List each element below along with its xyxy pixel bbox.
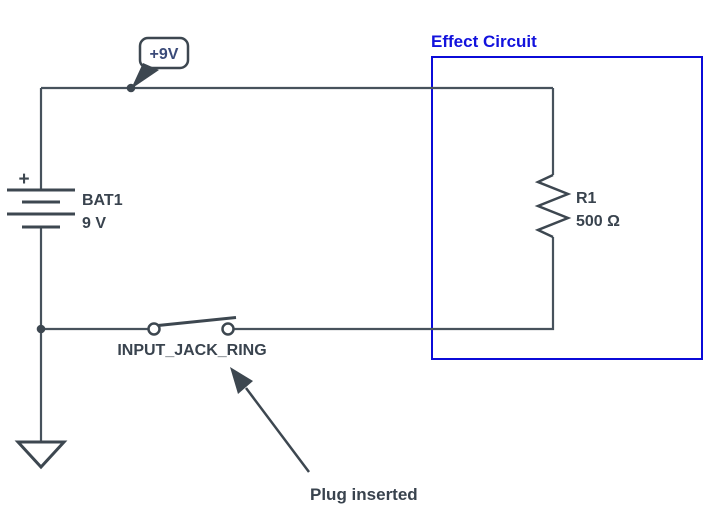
wires[interactable] — [39, 86, 555, 442]
net-flag-label: +9V — [150, 46, 179, 63]
resistor-designator: R1 — [576, 190, 597, 207]
net-flag-tail — [131, 63, 159, 89]
resistor-value: 500 Ω — [576, 213, 620, 230]
battery-bat1[interactable]: + BAT1 9 V — [7, 169, 123, 232]
ground-symbol[interactable] — [14, 440, 68, 470]
annotation-arrow-shaft — [245, 387, 310, 473]
battery-plus-sign: + — [18, 169, 29, 190]
switch-terminal-right — [221, 322, 235, 336]
ground-triangle — [14, 440, 68, 470]
junction-dot — [36, 324, 46, 334]
net-flag-bubble — [138, 36, 190, 70]
effect-circuit-title: Effect Circuit — [431, 32, 537, 51]
effect-circuit-box[interactable]: Effect Circuit — [431, 32, 703, 360]
net-flag-plus9v[interactable]: +9V — [126, 36, 190, 93]
annotation-plug-inserted[interactable]: Plug inserted — [230, 367, 418, 504]
annotation-arrow-head — [230, 367, 253, 394]
switch-lever — [157, 316, 237, 327]
battery-value: 9 V — [82, 215, 106, 232]
effect-circuit-rect — [431, 56, 703, 360]
annotation-label: Plug inserted — [310, 485, 418, 504]
resistor-bottom-lead-wire — [234, 237, 555, 331]
switch-label: INPUT_JACK_RING — [117, 342, 266, 359]
switch-terminal-left — [147, 322, 161, 336]
battery-designator: BAT1 — [82, 192, 123, 209]
resistor-zigzag — [534, 173, 572, 239]
resistor-r1[interactable]: R1 500 Ω — [534, 173, 620, 239]
switch-input-jack-ring[interactable]: INPUT_JACK_RING — [117, 316, 267, 360]
